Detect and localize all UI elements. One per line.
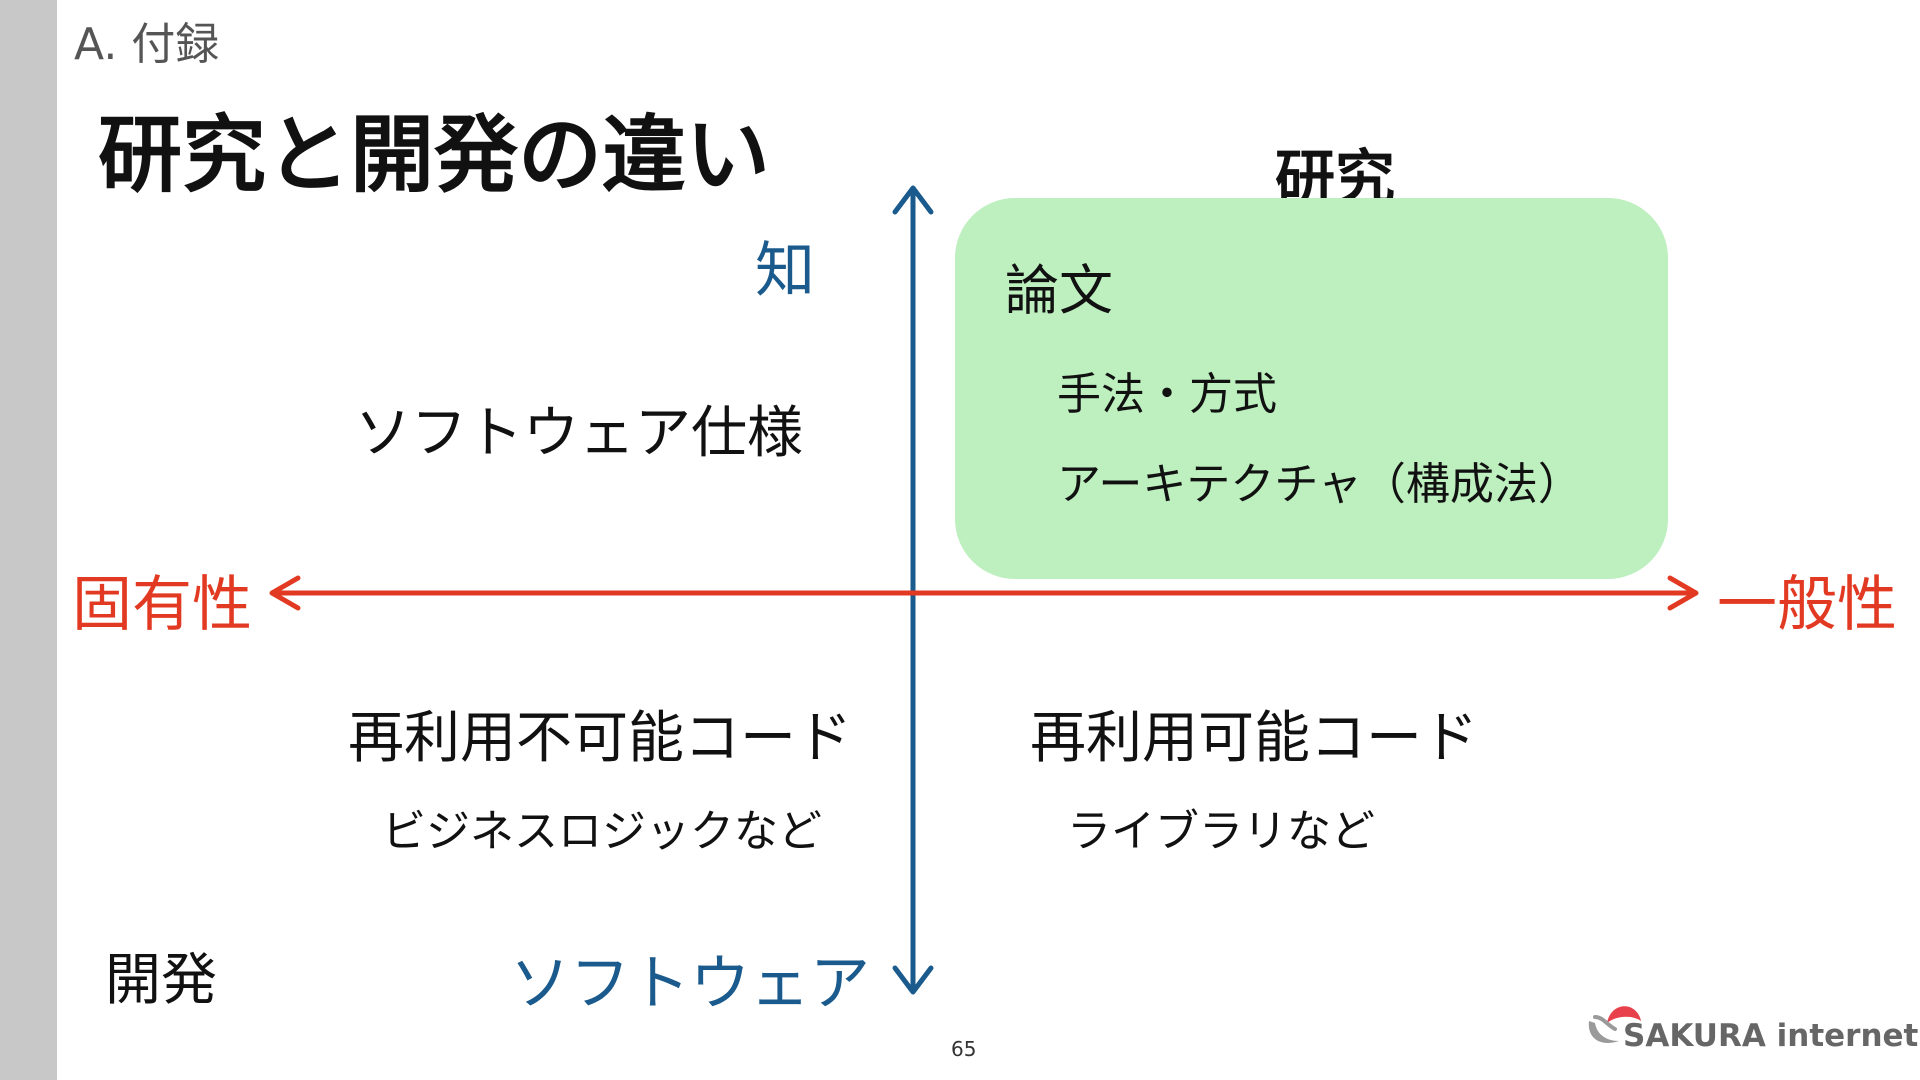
slide-title: 研究と開発の違い xyxy=(98,106,771,204)
axis-label-software: ソフトウェア xyxy=(510,949,870,1019)
research-box xyxy=(955,198,1668,579)
sakura-logo-icon xyxy=(1588,1006,1641,1043)
research-item-architecture: アーキテクチャ（構成法） xyxy=(1057,459,1582,510)
quadrant-software-spec: ソフトウェア仕様 xyxy=(355,401,803,466)
axis-label-generality: 一般性 xyxy=(1717,570,1897,640)
quadrant-non-reusable-example: ビジネスロジックなど xyxy=(382,806,822,857)
quadrant-non-reusable-code: 再利用不可能コード xyxy=(348,706,852,771)
quadrant-reusable-code: 再利用可能コード xyxy=(1030,706,1478,771)
axis-label-knowledge: 知 xyxy=(755,236,815,306)
sakura-logo-text: SAKURA internet xyxy=(1623,1018,1919,1054)
quadrant-reusable-example: ライブラリなど xyxy=(1067,806,1375,857)
research-box-heading: 論文 xyxy=(1005,259,1113,322)
horizontal-axis-arrow xyxy=(269,575,1699,611)
vertical-axis-arrow xyxy=(892,185,934,995)
axis-label-specificity: 固有性 xyxy=(72,570,252,640)
development-label: 開発 xyxy=(105,948,217,1013)
left-sidebar-bar xyxy=(0,0,57,1080)
sakura-internet-logo: SAKURA internet xyxy=(1585,995,1918,1065)
section-label: A. 付録 xyxy=(74,19,220,70)
page-number: 65 xyxy=(951,1037,977,1061)
research-item-methods: 手法・方式 xyxy=(1057,369,1277,420)
